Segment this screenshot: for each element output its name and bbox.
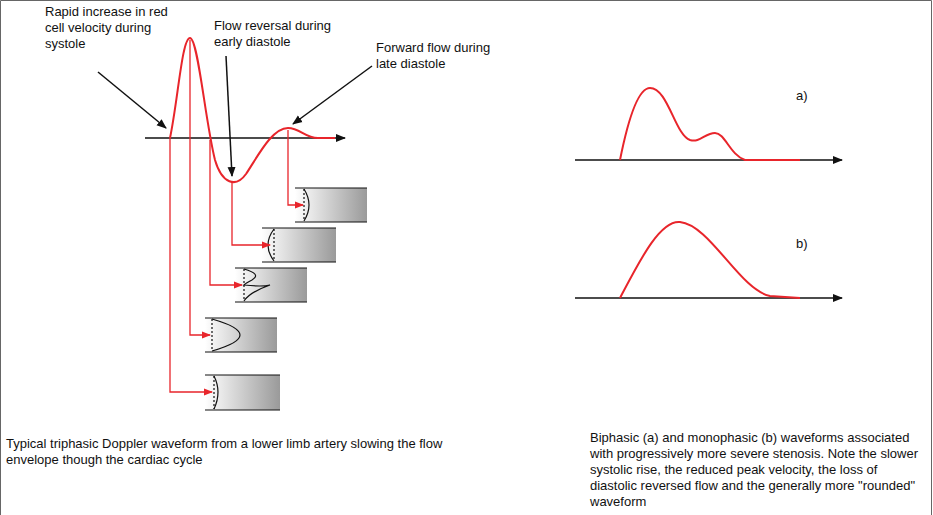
callout-text: Flow reversal during early diastole — [214, 18, 354, 50]
figure-caption: Typical triphasic Doppler waveform from … — [6, 436, 476, 468]
callout-text: Forward flow during late diastole — [376, 40, 501, 72]
figure-caption: Biphasic (a) and monophasic (b) waveform… — [590, 430, 925, 510]
callout-text: Rapid increase in red cell velocity duri… — [45, 4, 175, 52]
waveform-tag: b) — [796, 236, 836, 252]
waveform-tag: a) — [796, 88, 836, 104]
